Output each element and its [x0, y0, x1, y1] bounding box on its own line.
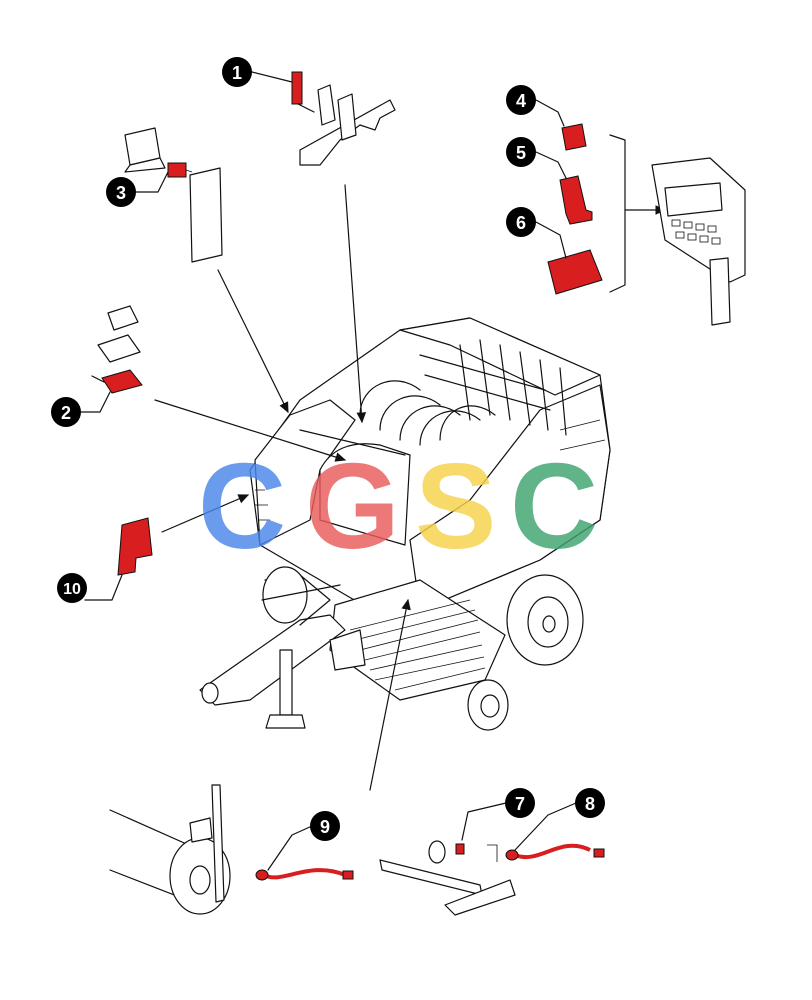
svg-text:6: 6 — [516, 213, 526, 233]
svg-text:5: 5 — [516, 143, 526, 163]
callout-6: 6 — [506, 207, 536, 237]
arrow-7-8-9 — [369, 598, 411, 791]
part-8-cable — [514, 843, 591, 859]
watermark-letter-4: C — [510, 438, 598, 574]
part-6-module — [547, 249, 603, 295]
round-baler-machine — [199, 317, 611, 731]
arrow-1 — [344, 184, 367, 424]
part-2-sensor — [101, 369, 143, 394]
part-9-assembly — [109, 784, 354, 915]
cgsc-watermark: C G S C — [198, 438, 598, 574]
svg-text:1: 1 — [232, 63, 242, 83]
part-9-cable — [263, 868, 346, 880]
part-1-switch — [291, 71, 303, 105]
part-2-assembly — [91, 305, 143, 394]
svg-text:2: 2 — [61, 403, 71, 423]
part-7-sensor — [455, 843, 465, 855]
callout-3: 3 — [106, 177, 136, 207]
part-4-relay — [561, 123, 587, 151]
control-monitor — [651, 157, 746, 326]
callout-5: 5 — [506, 137, 536, 167]
arrow-2 — [154, 399, 347, 462]
callout-10: 10 — [57, 573, 87, 603]
svg-text:10: 10 — [63, 581, 81, 598]
svg-text:8: 8 — [585, 794, 595, 814]
arrow-3 — [217, 269, 289, 414]
svg-text:3: 3 — [116, 183, 126, 203]
part-10-switch — [117, 517, 153, 576]
callout-2: 2 — [51, 397, 81, 427]
arrow-leaders — [154, 134, 667, 791]
part-7-8-assembly — [379, 840, 605, 916]
bracket-4-5-6 — [609, 134, 626, 293]
svg-text:7: 7 — [515, 794, 525, 814]
callout-4: 4 — [506, 85, 536, 115]
callout-1: 1 — [222, 57, 252, 87]
watermark-letter-2: G — [305, 438, 400, 574]
part-1-assembly — [291, 71, 396, 166]
part-5-connector — [559, 175, 593, 225]
watermark-letter-1: C — [198, 438, 286, 574]
callout-leaders — [79, 71, 577, 871]
part-3-assembly — [124, 127, 223, 263]
watermark-letter-3: S — [415, 438, 496, 574]
callout-7: 7 — [505, 788, 535, 818]
svg-text:4: 4 — [516, 91, 526, 111]
svg-text:9: 9 — [320, 817, 330, 837]
arrow-10 — [161, 494, 250, 533]
part-3-sensor — [167, 162, 187, 178]
callout-9: 9 — [310, 811, 340, 841]
callout-8: 8 — [575, 788, 605, 818]
